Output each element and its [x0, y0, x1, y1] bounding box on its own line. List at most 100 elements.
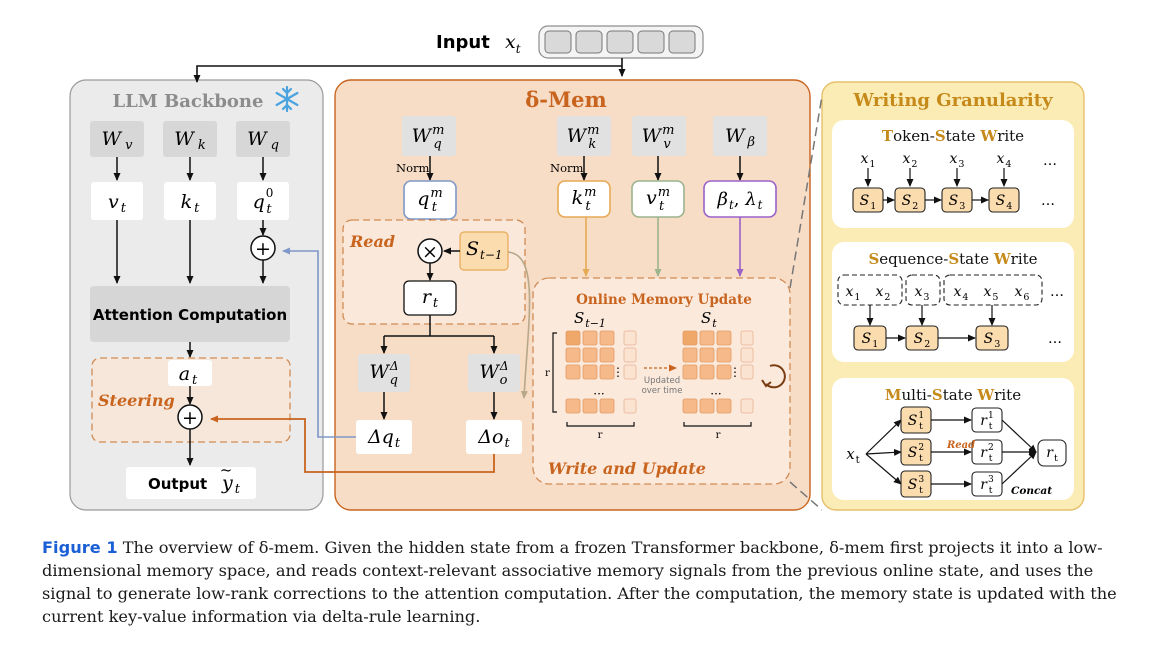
recurrent-loop-icon [765, 364, 786, 389]
sequence-ellipsis: … [1048, 331, 1062, 347]
memory-cell [716, 330, 732, 346]
memory-cell [565, 330, 581, 346]
sequence-ellipsis: … [1050, 284, 1064, 300]
multi-read-label-text: Read [946, 440, 975, 451]
caption-text: The overview of δ-mem. Given the hidden … [42, 538, 1117, 626]
memory-cell-edge [740, 347, 754, 363]
s-prev-label: St−1 [466, 238, 503, 262]
memory-cell [716, 364, 732, 380]
y-tilde: ~ [220, 461, 233, 479]
memory-cell [565, 398, 581, 414]
sequence-chunk [943, 274, 1043, 306]
zoom-line-bottom [789, 481, 823, 511]
memory-cell-edge [740, 330, 754, 346]
grid-left-label: St−1 [574, 309, 606, 330]
memory-cell [599, 347, 615, 363]
multi-fanout-arrow [865, 448, 902, 456]
token-state-label: S2 [902, 193, 919, 212]
token-input-label: x2 [903, 151, 918, 170]
sequence-state-label: S3 [984, 331, 1001, 350]
multi-input-label: xt [846, 445, 860, 466]
k-m-box [557, 180, 611, 218]
col-dim-right: r [716, 430, 721, 441]
input-token-cell [575, 30, 603, 54]
memory-cell [599, 330, 615, 346]
input-token-cell [544, 30, 572, 54]
memory-cell [699, 398, 715, 414]
attention-label: Attention Computation [93, 306, 287, 324]
dq-box [356, 420, 412, 454]
do-box [466, 420, 522, 454]
sequence-input-label: x3 [915, 284, 930, 303]
token-state-box [988, 187, 1020, 213]
sequence-state-title: Sequence-State Write [868, 250, 1037, 268]
steering-label: Steering [98, 391, 175, 410]
token-ellipsis: … [1043, 153, 1057, 169]
read-label: Read [349, 232, 395, 251]
zoom-line-top [789, 95, 823, 289]
k-box [164, 182, 216, 220]
memory-cell [599, 364, 615, 380]
arrow-state-to-read [507, 251, 531, 399]
arrow-input-to-backbone [193, 65, 622, 83]
memory-cell [582, 347, 598, 363]
memory-cell [682, 330, 698, 346]
memory-grid-prev: ···⋮ [565, 330, 637, 414]
memory-cell [699, 364, 715, 380]
multi-fanout-arrow [865, 419, 902, 455]
grid-ellipsis: ··· [593, 387, 604, 401]
token-state-label: S1 [860, 193, 877, 212]
memory-cell [565, 347, 581, 363]
memory-grid-current: ···⋮ [682, 330, 754, 414]
input-token-cell [606, 30, 634, 54]
memory-cell [582, 330, 598, 346]
delta-mem-title: δ-Mem [525, 87, 607, 112]
token-state-label: S4 [996, 193, 1013, 212]
memory-cell [599, 398, 615, 414]
output-box [126, 467, 256, 499]
online-memory-region [532, 277, 791, 485]
col-brace-right [683, 422, 752, 427]
sequence-input-label: x1 [846, 284, 861, 303]
token-input-label: x1 [861, 151, 876, 170]
token-input-label: x3 [950, 151, 965, 170]
memory-cell [682, 347, 698, 363]
updated-over-time-1: Updated [644, 376, 680, 386]
sequence-state-label: S2 [914, 331, 931, 350]
wo-delta-box [468, 354, 520, 392]
input-token-cell [668, 30, 696, 54]
snowflake-icon [275, 85, 299, 113]
granularity-title: Writing Granularity [852, 90, 1053, 111]
dq-label: Δqt [367, 426, 401, 451]
multi-concat-arrow [1001, 419, 1037, 453]
sequence-chunk [905, 274, 941, 306]
memory-cell [699, 330, 715, 346]
input-token-cell [637, 30, 665, 54]
multi-state-title: Multi-State Write [885, 386, 1021, 404]
grid-right-label: St [701, 309, 717, 330]
token-state-title: Token-State Write [882, 127, 1024, 145]
recurrent-loop-head [761, 379, 772, 388]
memory-cell-edge [623, 330, 637, 346]
output-label: Output [148, 475, 207, 493]
backbone-title: LLM Backbone [113, 91, 264, 112]
memory-cell [682, 398, 698, 414]
write-update-label: Write and Update [548, 459, 706, 478]
sequence-state-box [975, 325, 1009, 351]
